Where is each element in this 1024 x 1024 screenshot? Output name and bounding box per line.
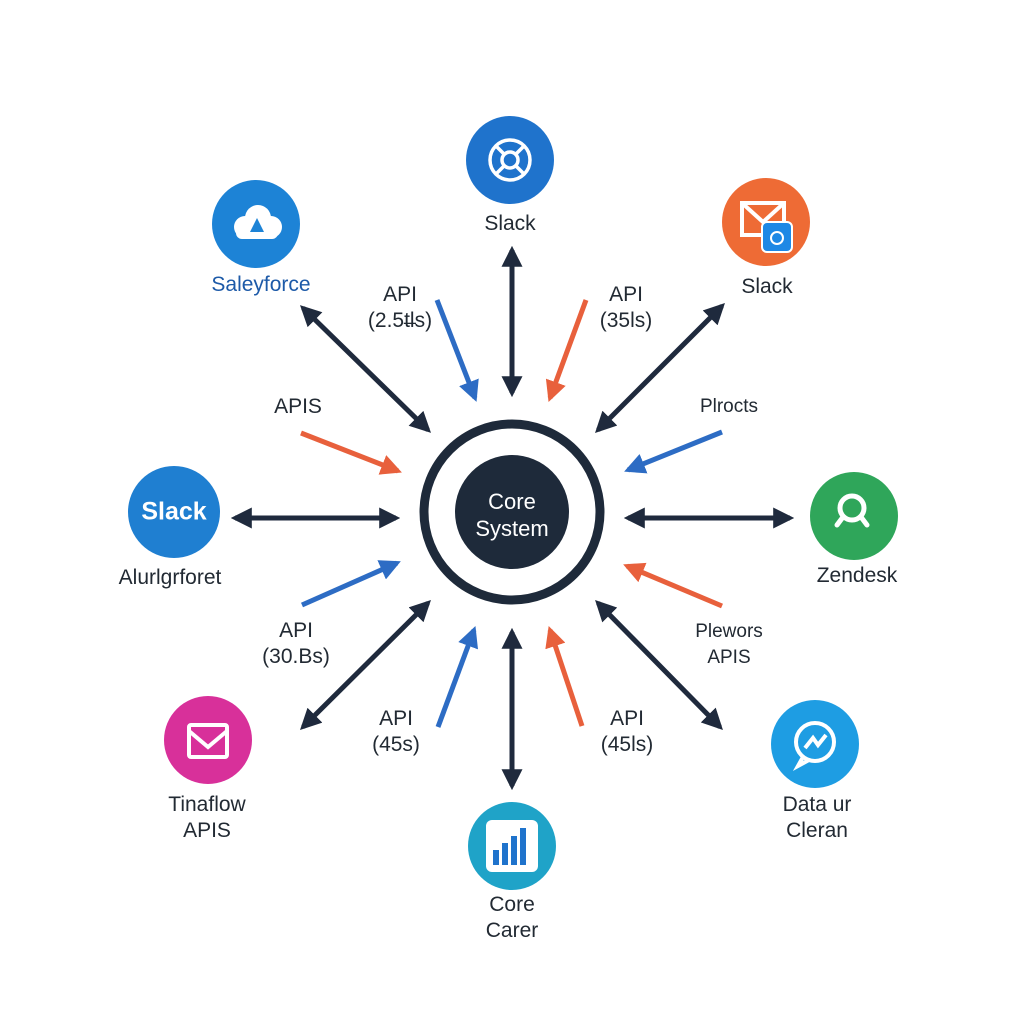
edge-label-top-right: API (35ls)	[600, 282, 653, 334]
node-top[interactable]	[466, 116, 554, 204]
node-top-left[interactable]	[212, 180, 300, 268]
edge-label-bottom-left-line2: (45s)	[372, 733, 420, 756]
node-top-label: Slack	[484, 212, 536, 235]
arrow-blue-bottom	[435, 626, 478, 728]
node-top-right[interactable]	[722, 178, 810, 266]
arrow-orange-left	[300, 430, 402, 475]
arrow-blue-right	[624, 429, 723, 474]
edge-label-left-upper-line1: APIS	[274, 395, 322, 418]
node-bottom-right-line2: Cleran	[786, 819, 848, 842]
node-bottom-line1: Core	[489, 893, 535, 916]
search-icon	[834, 493, 870, 528]
node-top-right-label: Slack	[741, 275, 793, 298]
edge-label-right-lower: Plewors APIS	[695, 619, 763, 671]
node-right-label: Zendesk	[816, 564, 898, 587]
arrow-orange-right	[623, 562, 723, 609]
connector-top-left	[299, 305, 432, 433]
node-left-label: Alurlgrforet	[118, 566, 222, 589]
core-system-label: Core System	[475, 488, 548, 542]
edge-label-right-upper: Plrocts	[700, 394, 758, 420]
arrow-blue-top	[434, 299, 479, 402]
connector-top-right	[595, 303, 725, 433]
edge-label-right-upper-line1: Plrocts	[699, 396, 759, 417]
lifebuoy-icon	[488, 138, 532, 182]
connector-bottom-right	[595, 600, 723, 730]
envelope-icon	[187, 723, 229, 759]
node-bottom-right[interactable]	[771, 700, 859, 788]
node-bottom-left-label: Tinaflow APIS	[168, 792, 245, 844]
node-bottom-right-label: Data ur Cleran	[783, 792, 852, 844]
connector-bottom-left	[300, 600, 431, 730]
node-bottom-right-line1: Data ur	[782, 793, 852, 816]
arrow-orange-bottom	[545, 626, 585, 727]
node-bottom-left[interactable]	[164, 696, 252, 784]
edge-label-top-right-line2: (35ls)	[599, 309, 653, 332]
edge-label-bottom-left-line1: API	[379, 707, 413, 730]
core-system-node[interactable]	[419, 419, 605, 605]
node-bottom-line2: Carer	[485, 919, 539, 942]
chat-icon	[792, 721, 836, 772]
edge-label-top-left: API (2.5t̶ls)	[368, 282, 432, 334]
node-bottom-left-line1: Tinaflow	[168, 793, 246, 816]
edge-label-bottom-right: API (45ls)	[601, 706, 654, 758]
node-left[interactable]	[128, 466, 220, 558]
node-right[interactable]	[810, 472, 898, 560]
edge-label-bottom-right-line2: (45ls)	[600, 733, 654, 756]
node-bottom-left-line2: APIS	[183, 819, 231, 842]
app-badge-icon	[761, 221, 793, 253]
core-line1: Core	[488, 489, 536, 514]
edge-label-left-lower: API (30.Bs)	[262, 618, 330, 670]
arrow-orange-top	[545, 299, 589, 402]
node-top-left-label: Saleyforce	[211, 273, 311, 296]
core-line2: System	[475, 516, 549, 541]
node-left-badge: Slack	[141, 497, 207, 526]
edge-label-top-left-line2: (2.5t̶ls)	[367, 309, 433, 332]
node-bottom[interactable]	[468, 802, 556, 890]
edge-label-top-right-line1: API	[609, 283, 643, 306]
node-bottom-label: Core Carer	[486, 892, 539, 944]
edge-label-top-left-line1: API	[383, 283, 417, 306]
arrow-blue-left	[300, 560, 401, 608]
edge-label-left-lower-line1: API	[279, 619, 313, 642]
edge-label-right-lower-line2: APIS	[707, 647, 751, 668]
cloud-icon	[234, 205, 282, 239]
edge-label-bottom-left: API (45s)	[372, 706, 420, 758]
edge-label-bottom-right-line1: API	[610, 707, 644, 730]
edge-label-right-lower-line1: Plewors	[695, 621, 763, 642]
edge-label-left-lower-line2: (30.Bs)	[262, 645, 330, 668]
edge-label-left-upper: APIS	[274, 394, 322, 420]
